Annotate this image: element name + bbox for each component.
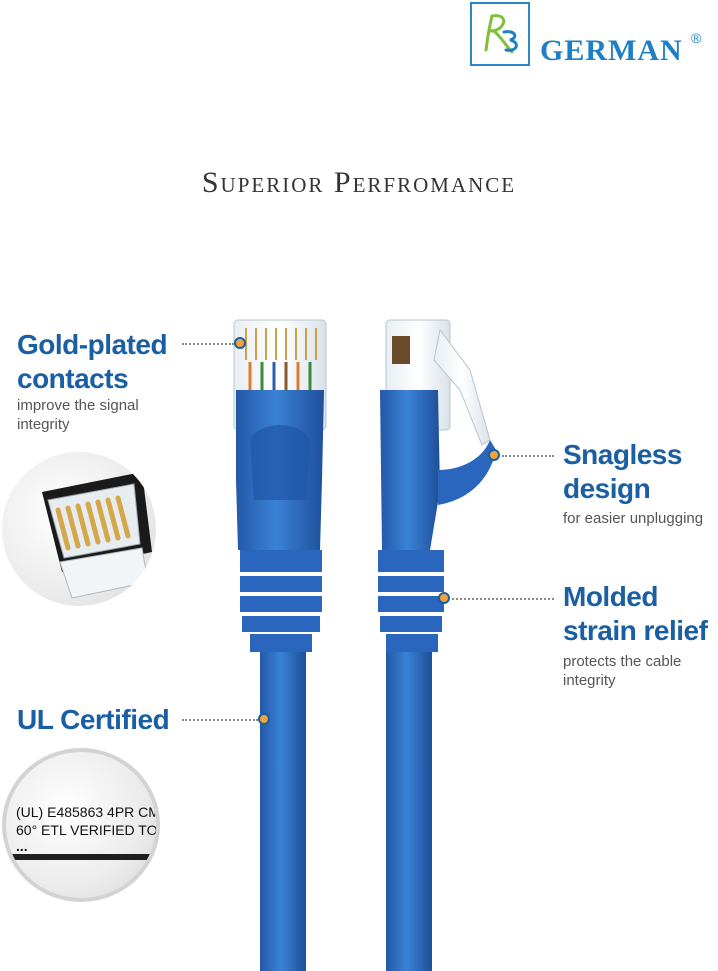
molded-marker-dot [438, 592, 450, 604]
cable-print-line3: ... [16, 838, 28, 854]
ul-certified-heading: UL Certified [17, 704, 170, 735]
cable-print-line1: (UL) E485863 4PR CM [16, 804, 160, 820]
gold-sub-line1: improve the signal [17, 397, 139, 414]
gold-heading-line2: contacts [17, 363, 129, 394]
snagless-subtext: for easier unplugging [563, 510, 704, 527]
snagless-heading-line2: design [563, 473, 651, 504]
cable-print-line2: 60° ETL VERIFIED TO [16, 822, 158, 838]
molded-sub-line1: protects the cable [563, 653, 682, 670]
ul-marker-dot [258, 713, 270, 725]
cable-illustration [233, 319, 496, 971]
molded-leader-line [452, 598, 554, 600]
rj45-connector-right-icon [378, 319, 496, 971]
gold-heading-line1: Gold-plated [17, 329, 168, 360]
gold-sub-line2: integrity [17, 416, 70, 433]
snagless-marker-dot [488, 449, 500, 461]
gold-plated-subtext: improve the signal integrity [17, 396, 139, 434]
molded-heading-line1: Molded [563, 581, 659, 612]
molded-subtext: protects the cable integrity [563, 652, 681, 690]
brand-logo-box [470, 2, 530, 66]
gold-marker-dot [234, 337, 246, 349]
molded-heading-line2: strain relief [563, 615, 708, 646]
snagless-heading-line1: Snagless [563, 439, 682, 470]
molded-sub-line2: integrity [563, 672, 616, 689]
molded-heading: Molded strain relief [563, 580, 708, 648]
gold-contacts-closeup-icon [2, 452, 156, 606]
snagless-leader-line [502, 455, 554, 457]
snagless-heading: Snagless design [563, 438, 682, 506]
r3-monogram-icon [484, 14, 518, 54]
registered-mark: ® [691, 30, 702, 46]
gold-plated-heading: Gold-plated contacts [17, 328, 168, 396]
brand-name: GERMAN [540, 34, 683, 67]
cable-jacket-closeup-icon: (UL) E485863 4PR CM 60° ETL VERIFIED TO … [2, 748, 160, 902]
rj45-connector-left-icon [233, 319, 327, 971]
gold-leader-line [182, 343, 234, 345]
ul-leader-line [182, 719, 258, 721]
page-title: Superior Perfromance [201, 166, 517, 199]
cable-jacket-stripe [6, 854, 156, 860]
